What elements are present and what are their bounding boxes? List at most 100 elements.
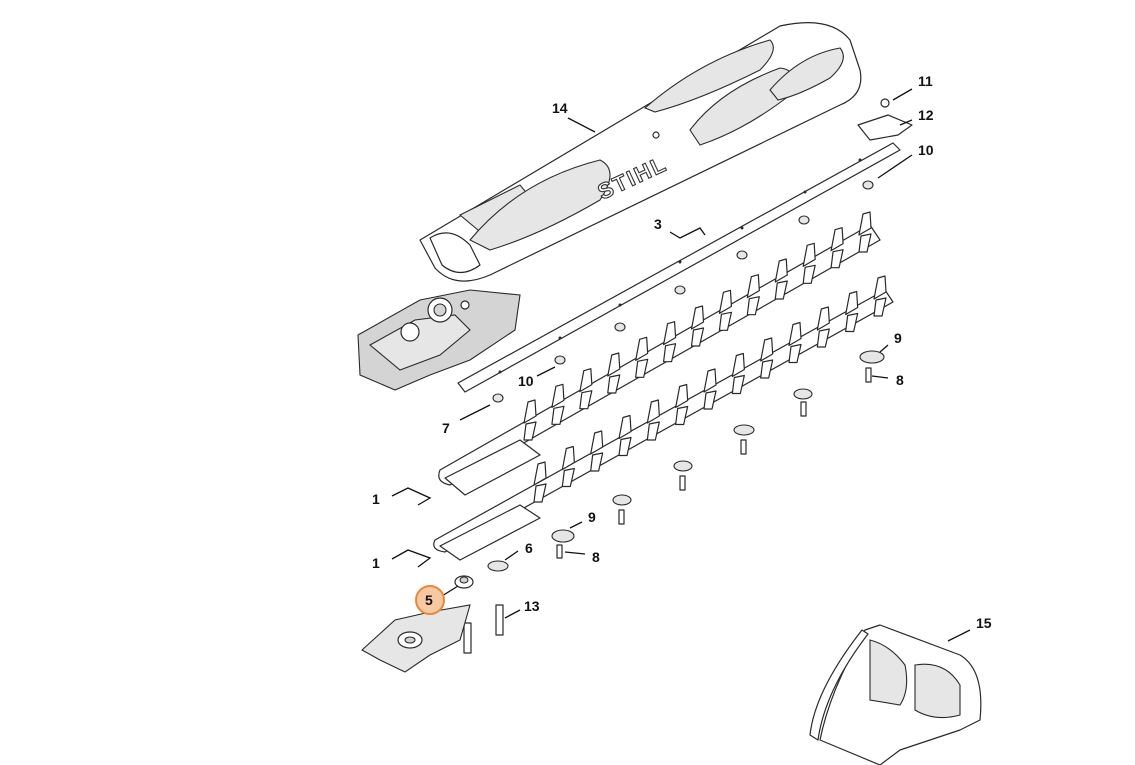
blade-tooth	[760, 359, 774, 379]
blade-tooth	[774, 280, 788, 300]
clamp-part-12	[857, 98, 913, 141]
blade-tooth	[858, 211, 872, 236]
blade-tooth	[746, 274, 760, 299]
callout-9-bottom[interactable]: 9	[588, 509, 596, 525]
svg-text:13: 13	[524, 598, 540, 614]
blade-tooth	[873, 297, 887, 317]
blade-tooth	[551, 383, 565, 408]
callout-14[interactable]: 14	[552, 100, 568, 116]
blade-tooth	[873, 275, 887, 300]
svg-text:8: 8	[592, 549, 600, 565]
blade-tooth	[662, 321, 677, 346]
svg-text:9: 9	[894, 330, 902, 346]
blade-tooth	[618, 414, 632, 440]
callout-7[interactable]: 7	[442, 420, 450, 436]
blade-tooth	[830, 227, 844, 252]
callout-8-bottom[interactable]: 8	[592, 549, 600, 565]
blade-tooth	[703, 390, 717, 410]
callout-1-upper[interactable]: 1	[372, 491, 380, 507]
callout-10-top[interactable]: 10	[918, 142, 934, 158]
blade-tooth	[675, 405, 689, 426]
blade-tooth	[816, 328, 830, 348]
blade-tooth	[533, 483, 547, 503]
blade-tooth	[718, 289, 733, 314]
blade-tooth	[703, 368, 717, 393]
blade-tooth	[662, 343, 677, 363]
svg-text:6: 6	[525, 540, 533, 556]
blade-tooth	[830, 249, 844, 269]
blade-tooth	[607, 374, 621, 394]
blade-tooth	[845, 290, 859, 316]
callouts: 14 11 12 10 3 10 7 9 8 1 1 9 6 8 5 13 15	[372, 73, 992, 631]
blade-tooth	[802, 242, 816, 267]
blade-tooth	[523, 421, 537, 441]
blade-tooth	[746, 296, 760, 316]
blade-tooth	[774, 258, 788, 283]
callout-5-highlighted[interactable]: 5	[415, 585, 445, 615]
cutting-blade-teeth-lower	[533, 275, 887, 503]
callout-11[interactable]: 11	[918, 73, 933, 89]
svg-text:5: 5	[425, 592, 433, 608]
blade-tooth	[731, 352, 745, 378]
cutting-blade-teeth-upper	[523, 211, 872, 441]
svg-text:3: 3	[654, 216, 662, 232]
blade-tooth	[802, 264, 816, 284]
guide-bar-part-3	[457, 142, 901, 393]
blade-tooth	[646, 399, 660, 424]
leader-lines	[391, 88, 971, 642]
callout-3[interactable]: 3	[654, 216, 662, 232]
callout-8-top[interactable]: 8	[896, 372, 904, 388]
safety-glasses-part-15	[809, 624, 982, 765]
blade-tooth	[788, 343, 802, 364]
blade-tooth	[561, 467, 575, 488]
washers-and-screws	[454, 350, 885, 589]
svg-text:10: 10	[518, 373, 534, 389]
blade-tooth	[523, 399, 537, 424]
blade-tooth	[635, 336, 649, 361]
svg-text:7: 7	[442, 420, 450, 436]
blade-tooth	[690, 327, 705, 347]
svg-text:8: 8	[896, 372, 904, 388]
svg-text:15: 15	[976, 615, 992, 631]
blade-tooth	[561, 445, 575, 471]
blade-tooth	[845, 312, 859, 333]
callout-12[interactable]: 12	[918, 107, 934, 123]
blade-tooth	[646, 421, 660, 441]
svg-text:11: 11	[918, 73, 933, 89]
callout-15[interactable]: 15	[976, 615, 992, 631]
blade-tooth	[551, 405, 565, 425]
bolts-part-13	[463, 604, 504, 654]
svg-text:12: 12	[918, 107, 934, 123]
blade-tooth	[607, 352, 621, 377]
nuts	[492, 180, 874, 403]
blade-tooth	[690, 305, 705, 330]
callout-10-middle[interactable]: 10	[518, 373, 534, 389]
blade-tooth	[788, 321, 802, 347]
svg-text:1: 1	[372, 491, 380, 507]
blade-tooth	[731, 374, 745, 395]
callout-13[interactable]: 13	[524, 598, 540, 614]
scabbard-part-14: STIHL	[419, 22, 862, 282]
callout-9-top[interactable]: 9	[894, 330, 902, 346]
blade-tooth	[760, 337, 774, 362]
blade-tooth	[533, 461, 547, 486]
callout-6[interactable]: 6	[525, 540, 533, 556]
blade-tooth	[579, 368, 593, 393]
callout-1-lower[interactable]: 1	[372, 555, 380, 571]
svg-text:14: 14	[552, 100, 568, 116]
svg-text:9: 9	[588, 509, 596, 525]
blade-tooth	[675, 383, 689, 409]
blade-tooth	[579, 390, 593, 410]
blade-tooth	[590, 430, 604, 455]
svg-text:1: 1	[372, 555, 380, 571]
blade-tooth	[635, 358, 649, 378]
gearbox-housing	[357, 289, 521, 391]
blade-tooth	[858, 233, 872, 253]
svg-text:10: 10	[918, 142, 934, 158]
blade-tooth	[618, 436, 632, 457]
blade-tooth	[718, 311, 733, 331]
blade-tooth	[590, 452, 604, 472]
blade-tooth	[816, 306, 830, 331]
base-plate	[361, 604, 471, 673]
